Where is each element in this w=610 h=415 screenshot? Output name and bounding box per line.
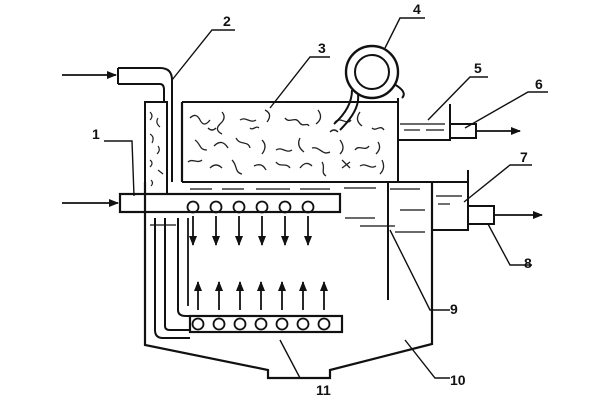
label-4: 4 [413,1,421,17]
air-feed-pipe [118,192,342,214]
label-8: 8 [524,255,532,271]
label-9: 9 [450,301,458,317]
side-froth-column [144,101,168,195]
leader-lines [104,17,548,379]
upper-downflow-arrows [189,216,312,246]
label-7: 7 [520,149,528,165]
lower-upflow-arrows [194,281,328,310]
overflow-box [432,170,469,231]
inlet-pipe-2 [117,67,190,339]
label-5: 5 [474,60,482,76]
label-2: 2 [223,13,231,29]
label-1: 1 [92,126,100,142]
froth-layer [187,109,385,177]
label-3: 3 [318,40,326,56]
froth-outlet [449,123,521,139]
lower-aerator-pipe [188,314,344,334]
label-6: 6 [535,76,543,92]
upper-aerators [186,200,315,214]
froth-scraper-wheel [333,44,405,131]
label-10: 10 [450,372,466,388]
tailings-outlet [467,205,543,225]
froth-trough [397,104,451,141]
label-11: 11 [316,382,331,398]
callout-labels: 1 2 3 4 5 6 7 8 9 10 11 [92,1,543,398]
inlet-arrows [62,71,119,207]
